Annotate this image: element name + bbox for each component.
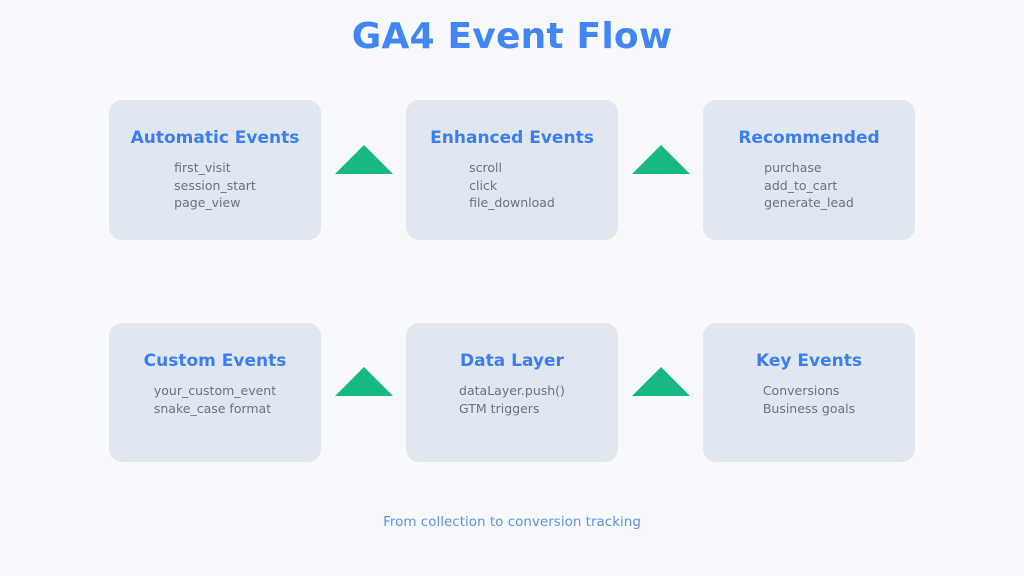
triangle-up-icon [631,145,690,174]
card-item: your_custom_event [153,383,277,399]
card-item: Business goals [762,400,856,416]
footer-caption: From collection to conversion tracking [383,514,641,530]
triangle-up-icon [334,367,393,396]
card-item: generate_lead [764,195,854,211]
card-title: Enhanced Events [430,128,594,148]
card-automatic-events: Automatic Events first_visit session_sta… [109,100,321,240]
triangle-up-icon [334,145,393,174]
card-item: session_start [174,177,256,193]
card-item: click [469,177,498,193]
card-enhanced-events: Enhanced Events scroll click file_downlo… [406,100,618,240]
card-item-list: purchase add_to_cart generate_lead [764,159,854,212]
card-item-list: scroll click file_download [469,159,555,212]
connector-2 [618,100,703,240]
card-title: Data Layer [460,351,564,371]
card-key-events: Key Events Conversions Business goals [703,323,915,462]
card-item: GTM triggers [459,400,540,416]
connector-3 [321,323,406,462]
card-item: first_visit [174,160,231,176]
card-item: Conversions [762,383,840,399]
card-item: file_download [469,195,555,211]
card-title: Recommended [738,128,880,148]
card-custom-events: Custom Events your_custom_event snake_ca… [109,323,321,462]
flow-row-2: Custom Events your_custom_event snake_ca… [0,323,1024,462]
card-item-list: Conversions Business goals [763,382,855,417]
connector-4 [618,323,703,462]
card-title: Custom Events [143,351,287,371]
card-item: dataLayer.push() [459,383,565,399]
card-recommended: Recommended purchase add_to_cart generat… [703,100,915,240]
card-item: add_to_cart [764,177,838,193]
card-item: snake_case format [153,400,272,416]
flow-row-1: Automatic Events first_visit session_sta… [0,100,1024,240]
card-item-list: your_custom_event snake_case format [154,382,276,417]
page-title: GA4 Event Flow [351,16,673,57]
card-item: scroll [469,160,502,176]
card-item-list: dataLayer.push() GTM triggers [459,382,565,417]
card-data-layer: Data Layer dataLayer.push() GTM triggers [406,323,618,462]
connector-1 [321,100,406,240]
card-title: Key Events [756,351,862,371]
card-title: Automatic Events [130,128,300,148]
card-item: page_view [174,195,241,211]
triangle-up-icon [631,367,690,396]
card-item-list: first_visit session_start page_view [174,159,256,212]
card-item: purchase [764,160,822,176]
